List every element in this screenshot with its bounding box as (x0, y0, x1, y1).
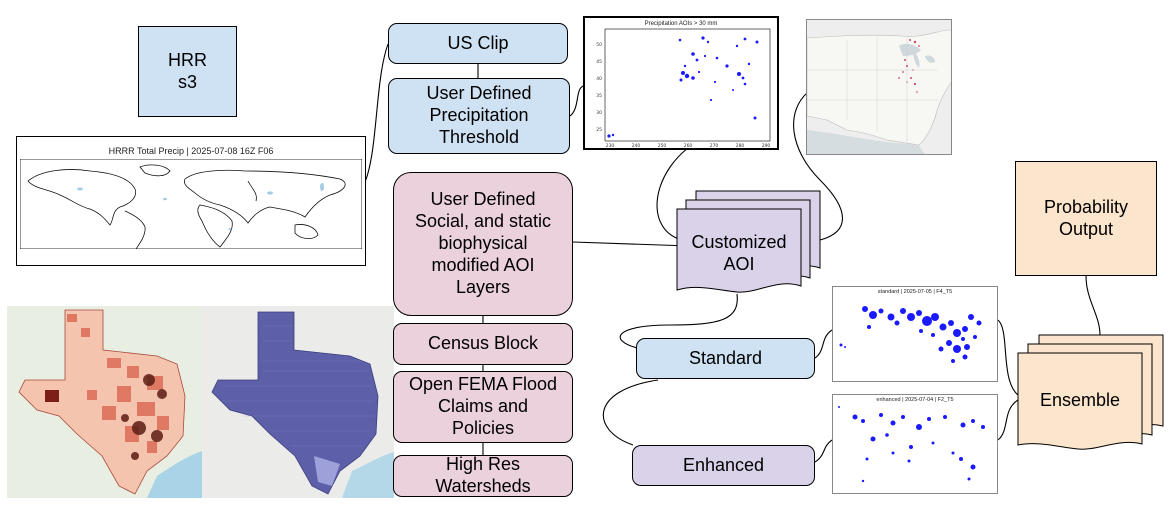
texas-choropleth-map (7, 306, 202, 498)
precip-threshold-label: User Defined Precipitation Threshold (426, 83, 532, 147)
connector-probability-to-ensemble (1085, 275, 1101, 336)
precip-ytick: 50 (596, 42, 602, 48)
texas-watershed-graphic (202, 306, 394, 498)
precip-ytick: 30 (596, 110, 602, 116)
precip-plot-title: Precipitation AOIs > 30 mm (644, 21, 718, 27)
ensemble-node: Ensemble (1017, 334, 1165, 452)
social-layers-label: User Defined Social, and static biophysi… (414, 189, 552, 297)
precip-threshold-node: User Defined Precipitation Threshold (388, 78, 570, 154)
precip-xtick: 240 (632, 143, 641, 148)
hrrr-precip-map: HRRR Total Precip | 2025-07-08 16Z F06 (16, 136, 366, 266)
enhanced-label: Enhanced (682, 454, 765, 475)
fema-claims-node: Open FEMA Flood Claims and Policies (393, 371, 573, 443)
us-clip-node: US Clip (388, 23, 568, 64)
standard-aoi-plot: standard | 2025-07-05 | F4_T5 (832, 286, 998, 382)
connector-enhanced-plot-to-ensemble (997, 399, 1019, 441)
texas-choropleth-graphic (7, 306, 202, 498)
probability-output-node: Probability Output (1015, 161, 1157, 276)
enhanced-node: Enhanced (632, 445, 815, 486)
aoi-document-stack-graphic (676, 190, 821, 293)
precip-ytick: 35 (596, 93, 602, 99)
hrrr-map-title: HRRR Total Precip | 2025-07-08 16Z F06 (108, 146, 274, 156)
hrrr-s3-label: HRR s3 (168, 49, 207, 92)
enhanced-aoi-graphic (838, 406, 985, 483)
connector-threshold-to-precip-plot (569, 85, 584, 117)
precip-xtick: 270 (710, 143, 719, 148)
standard-plot-title: standard | 2025-07-05 | F4_T5 (877, 289, 953, 295)
connector-standard-to-enhanced (602, 379, 659, 446)
standard-node: Standard (636, 338, 815, 379)
watersheds-node: High Res Watersheds (393, 454, 573, 497)
precip-ytick: 45 (596, 59, 602, 65)
connector-hrrr-map-to-usclip (364, 43, 389, 183)
connector-standard-plot-to-ensemble (997, 319, 1019, 396)
ensemble-document-stack-graphic (1017, 334, 1164, 450)
precip-ytick: 25 (596, 127, 602, 133)
precip-xtick: 280 (736, 143, 745, 148)
precip-xtick: 260 (684, 143, 693, 148)
texas-watershed-map (202, 306, 394, 498)
standard-aoi-graphic (839, 306, 982, 363)
ensemble-label: Ensemble (1039, 390, 1121, 410)
precip-xtick: 230 (606, 143, 615, 148)
fema-claims-label: Open FEMA Flood Claims and Policies (408, 374, 558, 438)
census-block-label: Census Block (427, 333, 539, 354)
hrrr-s3-node: HRR s3 (138, 26, 237, 117)
precip-xtick: 250 (658, 143, 667, 148)
census-block-node: Census Block (393, 323, 573, 365)
precip-aoi-graphic: 50 45 40 35 30 25 230 240 250 260 270 28… (596, 28, 771, 148)
us-basemap-graphic (807, 20, 951, 154)
connector-enhanced-to-plot (814, 439, 833, 463)
enhanced-plot-title: enhanced | 2025-07-04 | F2_T5 (876, 397, 954, 403)
precip-ytick: 40 (596, 76, 602, 82)
precip-xtick: 290 (762, 143, 771, 148)
customized-aoi-label: Customized AOI (691, 232, 787, 274)
precip-aoi-plot: Precipitation AOIs > 30 mm 50 45 40 35 3… (583, 16, 779, 150)
connector-usmap-to-aoi (793, 91, 844, 241)
customized-aoi-node: Customized AOI (676, 190, 822, 296)
us-clip-label: US Clip (447, 32, 509, 53)
enhanced-aoi-plot: enhanced | 2025-07-04 | F2_T5 (832, 394, 998, 494)
connector-social-to-aoi (572, 241, 691, 247)
world-map-graphic (20, 159, 362, 249)
standard-label: Standard (688, 347, 763, 368)
connector-aoi-to-standard (619, 293, 738, 349)
social-layers-node: User Defined Social, and static biophysi… (393, 172, 573, 316)
probability-output-label: Probability Output (1043, 196, 1129, 239)
watersheds-label: High Res Watersheds (435, 454, 531, 496)
us-basemap-plot (806, 19, 952, 155)
connector-standard-to-plot (814, 329, 833, 359)
